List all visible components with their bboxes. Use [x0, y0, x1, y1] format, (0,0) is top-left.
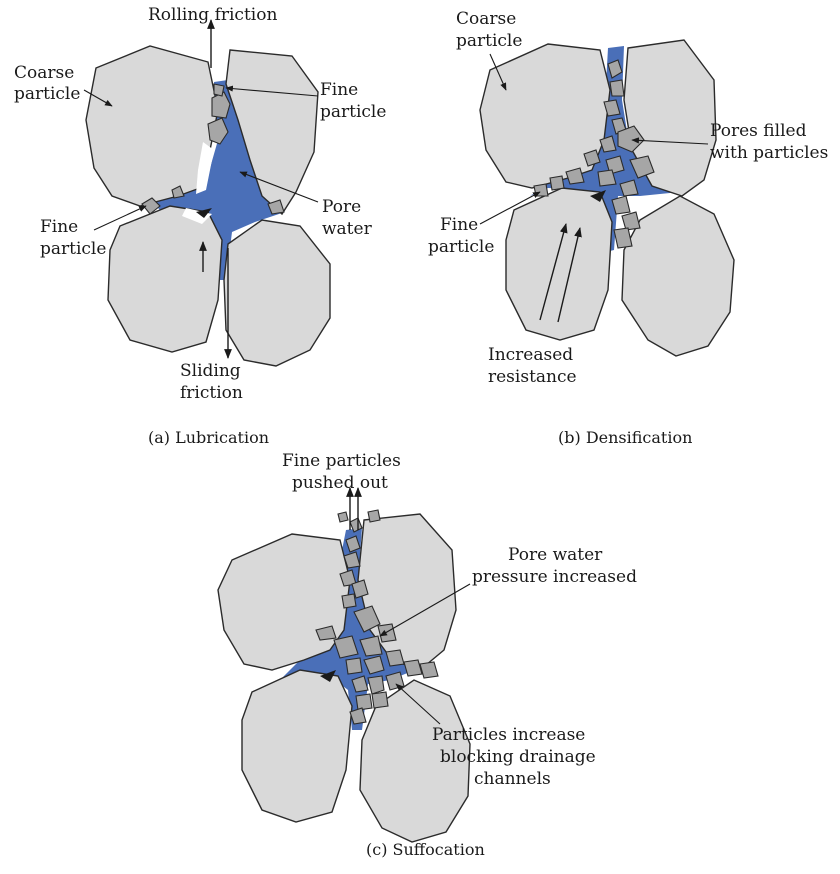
label-blocking-channels: blocking drainage	[440, 747, 596, 767]
fine-particle	[622, 212, 640, 230]
label-fine-particle: Fine	[40, 217, 78, 237]
label-fine-particle: particle	[40, 239, 106, 259]
label-fine-particle: particle	[428, 237, 494, 257]
coarse-particle-bottom-left	[108, 206, 222, 352]
caption-lubrication: (a) Lubrication	[148, 428, 269, 447]
fine-particle	[346, 658, 362, 674]
label-blocking-channels: Particles increase	[432, 725, 585, 745]
label-blocking-channels: channels	[474, 769, 551, 789]
caption-densification: (b) Densification	[558, 428, 692, 447]
fine-particle	[420, 662, 438, 678]
label-pushed-out: pushed out	[292, 473, 388, 493]
panel-densification: Coarse particle Pores filled with partic…	[428, 9, 828, 447]
caption-suffocation: (c) Suffocation	[366, 840, 485, 859]
label-sliding-friction: friction	[180, 383, 243, 403]
coarse-particle-top-left	[480, 44, 610, 188]
panel-lubrication: Rolling friction Coarse particle Fine pa…	[14, 5, 386, 447]
label-increased-resistance: resistance	[488, 367, 577, 387]
label-sliding-friction: Sliding	[180, 361, 241, 381]
fine-particle	[372, 692, 388, 708]
label-pushed-out: Fine particles	[282, 451, 401, 471]
fine-particle	[368, 510, 380, 522]
fine-particle	[356, 694, 372, 710]
fine-particle	[342, 594, 356, 608]
coarse-particle-bottom-right	[622, 196, 734, 356]
fine-particle	[338, 512, 348, 522]
label-fine-particle: Fine	[320, 80, 358, 100]
label-pore-pressure: Pore water	[508, 545, 603, 565]
fine-particle	[612, 196, 630, 214]
label-increased-resistance: Increased	[488, 345, 573, 365]
coarse-particle-bottom-left	[242, 670, 352, 822]
fine-particle	[610, 80, 624, 96]
label-pores-filled: Pores filled	[710, 121, 807, 141]
label-pore-water: water	[322, 219, 373, 239]
label-fine-particle: particle	[320, 102, 386, 122]
coarse-particle-top-left	[218, 534, 350, 670]
label-coarse-particle: particle	[456, 31, 522, 51]
label-pore-pressure: pressure increased	[472, 567, 637, 587]
label-pores-filled: with particles	[710, 143, 828, 163]
fine-particle	[214, 84, 224, 96]
label-pore-water: Pore	[322, 197, 361, 217]
label-rolling-friction: Rolling friction	[148, 5, 277, 25]
fine-particle	[368, 676, 384, 694]
fine-particle	[386, 672, 404, 690]
label-coarse-particle: particle	[14, 84, 80, 104]
label-coarse-particle: Coarse	[456, 9, 516, 29]
fine-particle	[550, 176, 564, 190]
fine-particle	[614, 228, 632, 248]
label-fine-particle: Fine	[440, 215, 478, 235]
panel-suffocation: Fine particles pushed out Pore water pre…	[218, 451, 637, 859]
coarse-particle-bottom-right	[224, 220, 330, 366]
label-coarse-particle: Coarse	[14, 63, 74, 83]
